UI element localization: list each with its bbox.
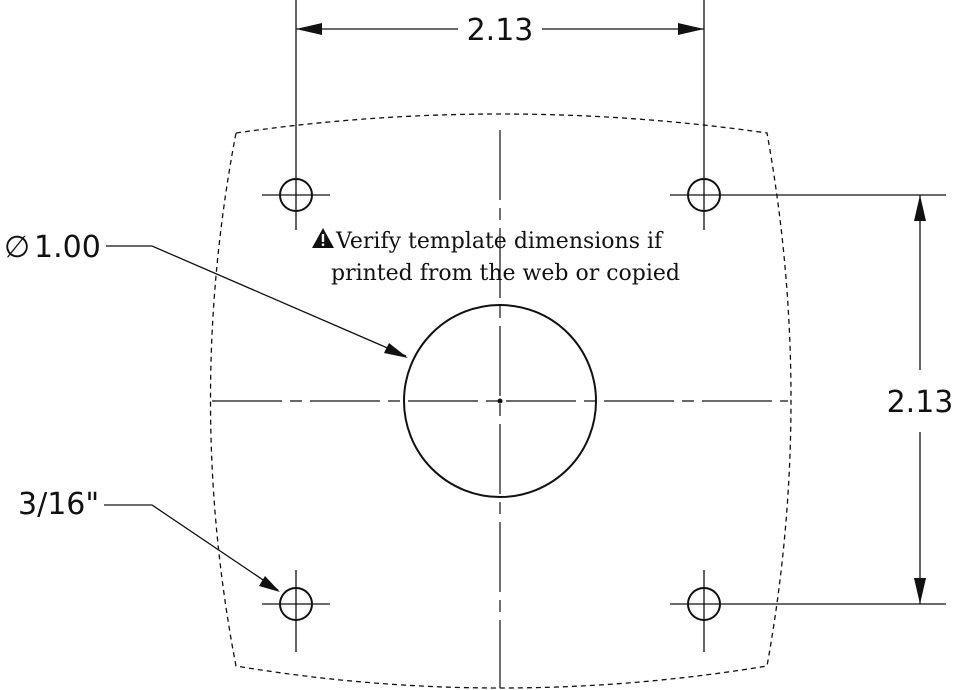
diameter-symbol: ∅ <box>4 230 30 265</box>
center-hole <box>403 304 597 498</box>
center-hole-diameter-label: 1.00 <box>34 230 101 265</box>
arrowhead-left <box>296 23 322 35</box>
mounting-hole-size-label: 3/16" <box>18 487 99 522</box>
hole-size-leader-line <box>104 504 279 591</box>
note-line-2: printed from the web or copied <box>331 261 680 286</box>
center-point <box>497 398 503 404</box>
arrowhead-bottom <box>914 578 926 604</box>
vertical-dimension-label: 2.13 <box>887 385 954 420</box>
horizontal-dimension-label: 2.13 <box>467 13 534 48</box>
hole-size-leader-arrow <box>259 576 280 592</box>
warning-triangle-icon <box>312 228 334 248</box>
mounting-hole-bottom-right <box>670 570 721 652</box>
arrowhead-right <box>678 23 704 35</box>
diameter-leader-arrow <box>384 343 408 358</box>
arrowhead-top <box>914 195 926 221</box>
plate-outline <box>209 113 792 689</box>
mounting-hole-bottom-left <box>262 570 330 652</box>
diameter-leader-line <box>106 245 407 357</box>
note-line-1: Verify template dimensions if <box>335 229 664 254</box>
